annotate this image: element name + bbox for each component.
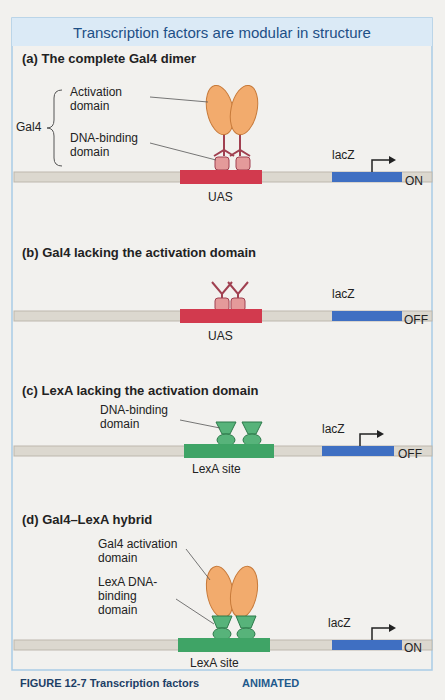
panel-heading: (d) Gal4–LexA hybrid	[22, 513, 422, 528]
gal4-dimer	[202, 83, 262, 170]
lexa-site: LexA site	[178, 638, 270, 652]
part-label: DNA-binding domain	[100, 404, 180, 432]
lacz-gene: lacZ	[322, 446, 394, 456]
node-label: lacZ	[332, 287, 355, 301]
bracket	[47, 90, 62, 166]
part-label: Gal4	[16, 121, 50, 135]
state-label: OFF	[398, 448, 428, 462]
lacz-gene: lacZ	[332, 311, 402, 321]
node-label: UAS	[208, 329, 233, 343]
lexa-site: LexA site	[184, 444, 274, 458]
title-banner: Transcription factors are modular in str…	[12, 18, 432, 46]
state-label: ON	[405, 175, 435, 189]
figure-title: Transcription factors are modular in str…	[73, 24, 371, 41]
figure-caption: FIGURE 12-7 Transcription factors	[20, 677, 245, 690]
leader-line	[180, 420, 220, 428]
state-label: OFF	[404, 314, 434, 328]
leader-line	[176, 599, 214, 624]
leader-line	[186, 549, 210, 580]
panel-heading: (c) LexA lacking the activation domain	[22, 384, 422, 399]
transcription-arrow	[372, 160, 390, 172]
figure-frame	[12, 18, 432, 670]
tag-label: ANIMATED	[242, 677, 332, 690]
uas-site: UAS	[180, 170, 262, 184]
node-label: UAS	[208, 190, 233, 204]
state-label: ON	[404, 642, 434, 656]
part-label: Gal4 activation domain	[98, 538, 193, 566]
transcription-arrow	[360, 434, 378, 446]
arrow-head	[389, 624, 396, 632]
node-label: lacZ	[322, 422, 345, 436]
lacz-gene: lacZ	[332, 172, 402, 182]
hybrid-protein	[203, 564, 262, 640]
node-label: lacZ	[328, 616, 351, 630]
leader-line	[150, 97, 208, 102]
panel-heading: (b) Gal4 lacking the activation domain	[22, 246, 422, 261]
part-label: LexA DNA-binding domain	[98, 576, 173, 617]
lexa-dbd	[216, 422, 262, 446]
lacz-gene: lacZ	[332, 640, 402, 650]
node-label: LexA site	[192, 462, 241, 476]
part-label: Activation domain	[70, 86, 150, 114]
uas-site: UAS	[180, 309, 262, 323]
part-label: DNA-binding domain	[70, 132, 150, 160]
node-label: lacZ	[332, 148, 355, 162]
gal4-dbd	[212, 282, 248, 311]
node-label: LexA site	[190, 656, 239, 670]
leader-line	[150, 143, 216, 160]
panel-heading: (a) The complete Gal4 dimer	[22, 52, 422, 67]
arrow-head	[389, 156, 396, 164]
transcription-arrow	[372, 628, 390, 640]
arrow-head	[377, 430, 384, 438]
